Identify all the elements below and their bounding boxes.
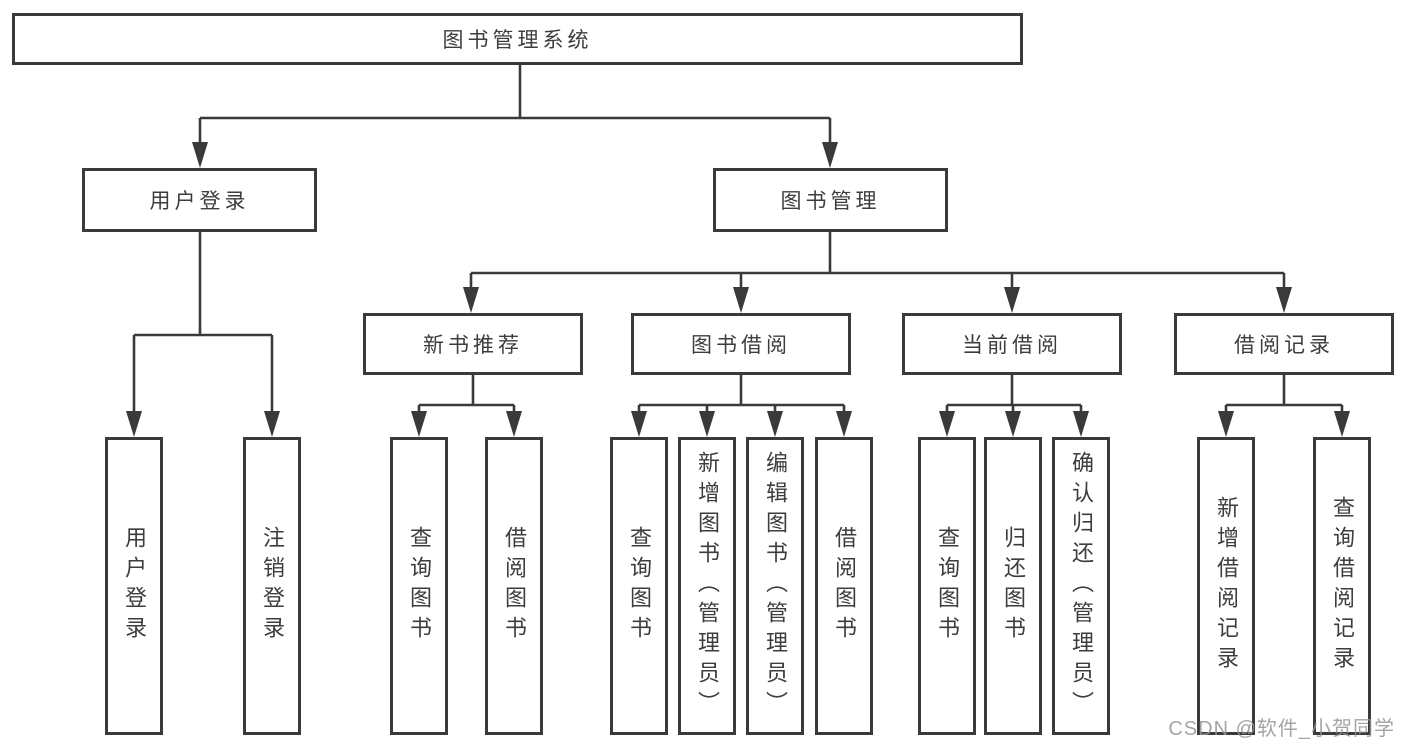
- node-book-management: 图书管理: [713, 168, 948, 232]
- node-label: 确认归还（管理员）: [1069, 451, 1094, 721]
- node-label: 新增借阅记录: [1214, 496, 1239, 676]
- leaf-add-borrow-record: 新增借阅记录: [1197, 437, 1255, 735]
- node-label: 用户登录: [122, 526, 147, 646]
- node-user-login: 用户登录: [82, 168, 317, 232]
- node-label: 查询图书: [407, 526, 432, 646]
- leaf-confirm-return-admin: 确认归还（管理员）: [1052, 437, 1110, 735]
- node-label: 图书管理: [780, 190, 881, 213]
- node-label: 图书管理系统: [442, 29, 593, 52]
- node-label: 图书借阅: [691, 334, 791, 357]
- node-label: 新书推荐: [423, 334, 523, 357]
- node-current-borrow: 当前借阅: [902, 313, 1122, 375]
- leaf-user-login: 用户登录: [105, 437, 163, 735]
- leaf-edit-books-admin: 编辑图书（管理员）: [746, 437, 804, 735]
- node-borrow-records: 借阅记录: [1174, 313, 1394, 375]
- leaf-borrow-books-recommend: 借阅图书: [485, 437, 543, 735]
- leaf-add-books-admin: 新增图书（管理员）: [678, 437, 736, 735]
- node-label: 归还图书: [1001, 526, 1026, 646]
- leaf-query-books-borrow: 查询图书: [610, 437, 668, 735]
- node-book-borrow: 图书借阅: [631, 313, 851, 375]
- node-label: 用户登录: [149, 190, 250, 213]
- node-label: 查询图书: [935, 526, 960, 646]
- node-root-system: 图书管理系统: [12, 13, 1023, 65]
- leaf-query-books-current: 查询图书: [918, 437, 976, 735]
- node-label: 当前借阅: [962, 334, 1062, 357]
- node-label: 借阅图书: [502, 526, 527, 646]
- node-label: 查询借阅记录: [1330, 496, 1355, 676]
- node-label: 借阅记录: [1234, 334, 1334, 357]
- node-label: 查询图书: [627, 526, 652, 646]
- node-label: 编辑图书（管理员）: [763, 451, 788, 721]
- leaf-query-books-recommend: 查询图书: [390, 437, 448, 735]
- csdn-watermark: CSDN @软件_小贺同学: [1168, 718, 1395, 740]
- leaf-return-books: 归还图书: [984, 437, 1042, 735]
- leaf-borrow-books: 借阅图书: [815, 437, 873, 735]
- node-label: 新增图书（管理员）: [695, 451, 720, 721]
- node-new-book-recommend: 新书推荐: [363, 313, 583, 375]
- leaf-logout: 注销登录: [243, 437, 301, 735]
- node-label: 借阅图书: [832, 526, 857, 646]
- node-label: 注销登录: [260, 526, 285, 646]
- leaf-query-borrow-record: 查询借阅记录: [1313, 437, 1371, 735]
